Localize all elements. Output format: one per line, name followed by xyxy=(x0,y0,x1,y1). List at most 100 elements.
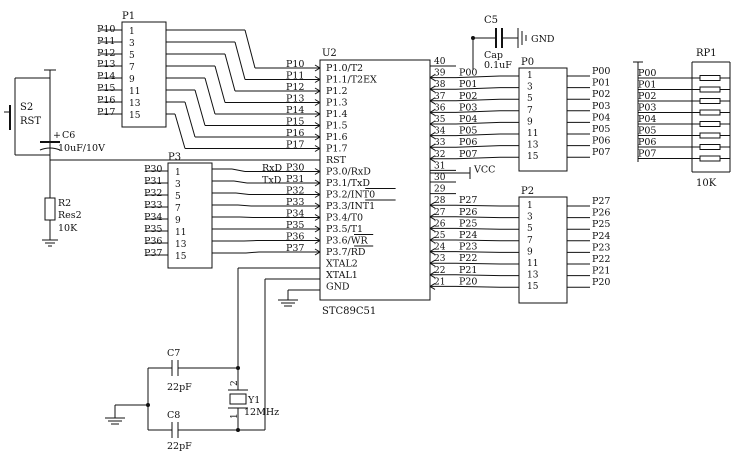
p0-net: P04 xyxy=(592,112,610,123)
arrow-icon xyxy=(429,155,436,163)
wire xyxy=(234,41,246,80)
u2-right-net: P20 xyxy=(459,276,477,287)
u2-right-net: P04 xyxy=(459,114,477,125)
u2-pin-label: P1.4 xyxy=(326,109,348,120)
wire xyxy=(237,204,252,207)
s2-ref: S2 xyxy=(20,102,33,113)
p1-net: P13 xyxy=(97,59,115,70)
net-wires xyxy=(100,29,730,290)
u2-pin-label: P3.3/INT1 xyxy=(326,201,375,212)
wire xyxy=(455,239,501,242)
p3-net: P36 xyxy=(144,236,162,247)
u2-pin-label: P3.6/WR xyxy=(326,236,368,247)
u2-chip xyxy=(319,59,431,301)
p2-pin: 3 xyxy=(527,213,533,223)
p2-ref: P2 xyxy=(521,186,534,197)
wire xyxy=(455,75,501,79)
wire xyxy=(455,145,501,148)
p0-pin: 11 xyxy=(527,129,538,139)
u2-pin-label: P1.6 xyxy=(326,132,348,143)
c5-value: 0.1uF xyxy=(484,60,512,71)
wire xyxy=(231,168,246,172)
rp1-resistor xyxy=(699,75,721,81)
p0-net: P07 xyxy=(592,147,610,158)
wire xyxy=(224,53,236,92)
p1-net: P16 xyxy=(97,95,115,106)
p0-pin: 5 xyxy=(527,94,533,104)
p0-net: P01 xyxy=(592,78,610,89)
p1-pin: 7 xyxy=(129,63,135,73)
arrow-icon xyxy=(429,108,436,116)
y1-pin-top: 2 xyxy=(230,380,240,386)
p2-net: P25 xyxy=(592,219,610,230)
u2-pin-number: 24 xyxy=(434,243,446,253)
wire xyxy=(455,121,501,125)
arrow-icon xyxy=(429,143,436,151)
c8-ref: C8 xyxy=(167,410,180,421)
p2-pin: 13 xyxy=(527,271,539,281)
arrow-icon xyxy=(429,282,436,290)
p1-pin: 3 xyxy=(129,39,135,49)
p3-pin: 1 xyxy=(175,168,181,178)
p0-net: P00 xyxy=(592,66,610,77)
u2-pin-label: P3.1/TxD xyxy=(326,178,370,189)
u2-pin-number: 26 xyxy=(434,219,446,229)
wire xyxy=(455,251,501,253)
p2-pin: 7 xyxy=(527,236,533,246)
y1-crystal xyxy=(229,393,247,405)
wire xyxy=(455,216,501,219)
wire xyxy=(174,113,186,149)
rp1-resistor xyxy=(699,132,721,139)
p3-ref: P3 xyxy=(168,152,181,163)
c8-value: 22pF xyxy=(167,441,192,452)
rp1-net: P00 xyxy=(638,68,656,79)
p1-pin: 9 xyxy=(129,75,135,85)
wire xyxy=(455,262,501,265)
u2-left-net: P16 xyxy=(286,128,304,139)
u2-right-net: P22 xyxy=(459,253,477,264)
u2-pin-label: P3.5/T1 xyxy=(326,224,363,235)
rp1-resistor xyxy=(699,144,721,150)
reset-circuit xyxy=(4,69,320,247)
p0-pin: 7 xyxy=(527,106,533,116)
p2-net: P26 xyxy=(592,208,610,219)
p3-net: P33 xyxy=(144,200,162,211)
u2-pin-label: P3.7/RD xyxy=(326,247,366,258)
wire xyxy=(214,65,226,103)
p0-header xyxy=(518,67,568,172)
wire xyxy=(455,98,501,102)
r2-type: Res2 xyxy=(58,210,82,221)
y1-pin-bottom: 1 xyxy=(230,413,240,419)
arrow-icon xyxy=(429,74,436,82)
rp1-resistor xyxy=(699,109,721,116)
rp1-net: P02 xyxy=(638,91,656,102)
u2-pin-number: 23 xyxy=(434,254,446,264)
u2-left-net: P11 xyxy=(286,71,304,82)
u2-right-net: P25 xyxy=(459,218,477,229)
p3-net: P35 xyxy=(144,224,162,235)
p1-net: P11 xyxy=(97,36,115,47)
rp1-resistor xyxy=(699,121,721,127)
u2-left-net: P35 xyxy=(286,220,304,231)
arrow-icon xyxy=(429,120,436,128)
u2-pin-label: P1.1/T2EX xyxy=(326,75,377,86)
arrow-icon xyxy=(429,85,436,93)
u2-pin-label: P1.0/T2 xyxy=(326,63,363,74)
u2-left-net: P10 xyxy=(286,59,304,70)
rp1-net: P01 xyxy=(638,80,656,91)
vcc-label: VCC xyxy=(473,164,495,175)
u2-left-pin-labels: P1.0/T2P1.1/T2EXP1.2P1.3P1.4P1.5P1.6P1.7… xyxy=(326,63,396,293)
txd-label: TxD xyxy=(262,175,282,186)
rp1-value: 10K xyxy=(696,178,717,189)
wire xyxy=(455,110,501,113)
p2-net: P20 xyxy=(592,277,610,288)
u2-pin-label: P3.2/INT0 xyxy=(326,190,375,201)
p2-net: P21 xyxy=(592,266,610,277)
p1-pin: 15 xyxy=(129,111,141,121)
c5-ref: C5 xyxy=(484,15,498,26)
u2-pin-number: 38 xyxy=(434,80,446,90)
u2-right-net: P23 xyxy=(459,242,477,253)
